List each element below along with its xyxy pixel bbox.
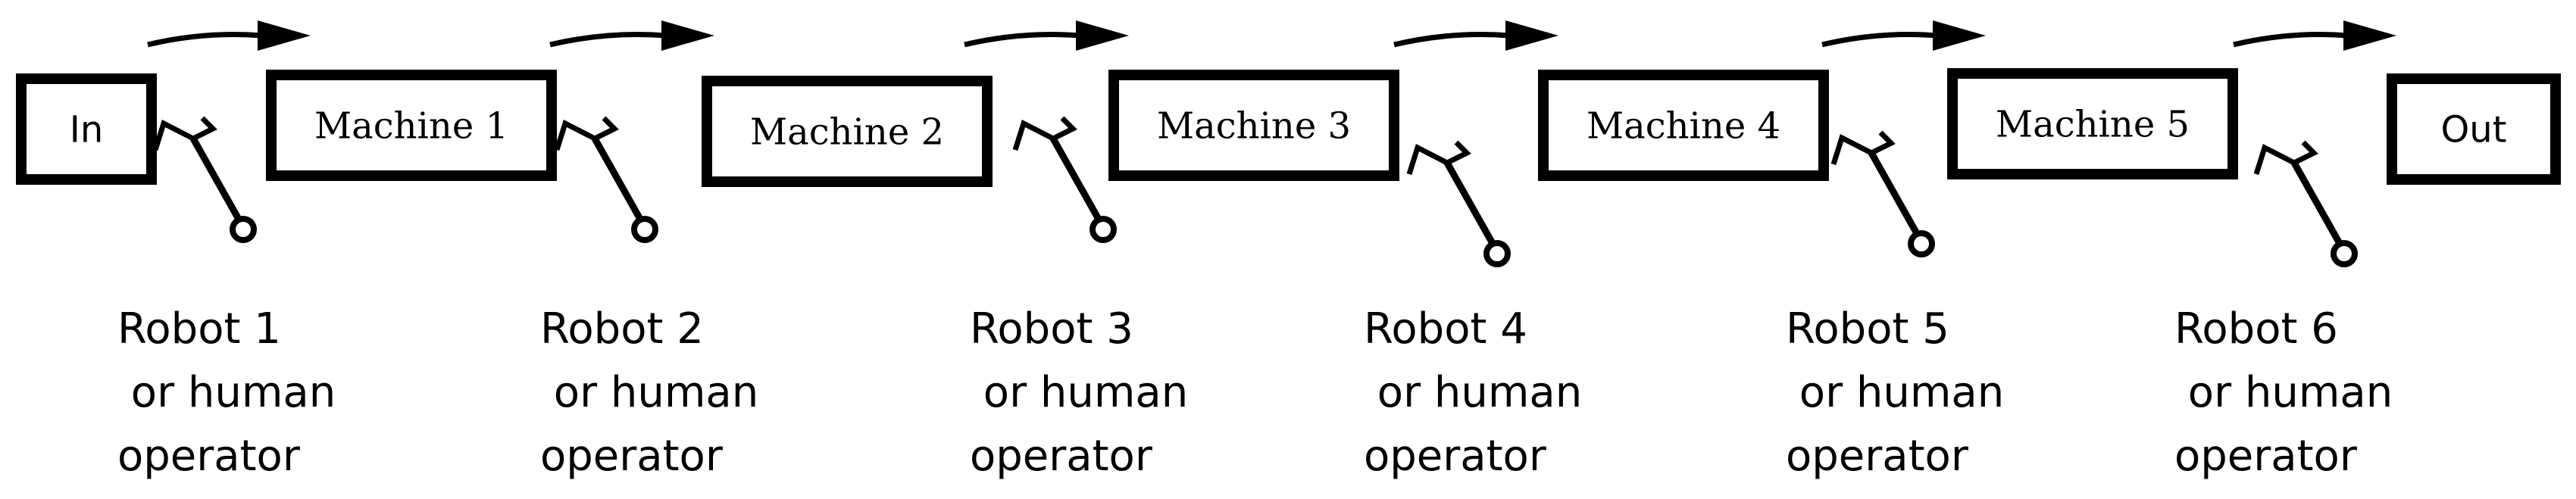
robot-caption-1: Robot 1 or human operator: [117, 298, 336, 488]
flow-arrow-icon: [1393, 20, 1558, 51]
station-box: [1947, 68, 2238, 179]
robot-caption-line1: Robot 3: [970, 304, 1133, 354]
station-box: [1538, 70, 1829, 181]
robot-caption-line3: operator: [540, 432, 723, 481]
robot-caption-line2: or human: [540, 368, 759, 417]
station-box: [1108, 70, 1399, 181]
robot-caption-line1: Robot 4: [1364, 304, 1527, 354]
station-box: [266, 70, 557, 181]
robot-caption-line2: or human: [1786, 368, 2005, 417]
station-label: Machine 1: [314, 105, 508, 148]
stations-layer: In Machine 1 Machine 2 Machine 3 Machine 4 Ma…: [16, 68, 2561, 187]
station-in: In: [16, 73, 157, 185]
flow-arrow-icon: [964, 20, 1129, 51]
station-label: In: [70, 109, 104, 151]
flow-arrow-icon: [2233, 20, 2396, 51]
robot-caption-6: Robot 6 or human operator: [2174, 298, 2393, 488]
robot-caption-line1: Robot 2: [540, 304, 704, 354]
robot-caption-line3: operator: [1364, 432, 1546, 481]
station-machine-3: Machine 3: [1108, 70, 1399, 181]
robot-caption-5: Robot 5 or human operator: [1786, 298, 2004, 488]
station-label: Machine 3: [1157, 105, 1351, 148]
robot-caption-line3: operator: [970, 432, 1152, 481]
robot-icons-layer: [152, 116, 2358, 267]
flow-arrow-icon: [1821, 20, 1986, 51]
station-machine-2: Machine 2: [702, 76, 993, 187]
station-box: [16, 73, 157, 185]
robot-caption-line2: or human: [2174, 368, 2393, 417]
robot-arm-icon: [1406, 140, 1511, 267]
robot-caption-line3: operator: [2174, 432, 2357, 481]
station-out: Out: [2387, 73, 2561, 185]
station-label: Machine 4: [1587, 105, 1780, 148]
robot-caption-line2: or human: [1364, 368, 1583, 417]
robot-caption-3: Robot 3 or human operator: [970, 298, 1188, 488]
flow-arrows-layer: [147, 20, 2396, 51]
robot-arm-icon: [554, 116, 658, 243]
robot-caption-line1: Robot 6: [2174, 304, 2338, 354]
station-machine-5: Machine 5: [1947, 68, 2238, 179]
robot-caption-4: Robot 4 or human operator: [1364, 298, 1582, 488]
station-machine-4: Machine 4: [1538, 70, 1829, 181]
flow-arrow-icon: [147, 20, 311, 51]
robot-caption-line1: Robot 5: [1786, 304, 1949, 354]
robot-arm-icon: [152, 116, 257, 243]
station-label: Out: [2440, 109, 2506, 151]
robot-caption-2: Robot 2 or human operator: [540, 298, 758, 488]
station-box: [702, 76, 993, 187]
station-machine-1: Machine 1: [266, 70, 557, 181]
robot-arm-icon: [2253, 140, 2358, 267]
station-label: Machine 5: [1996, 104, 2190, 146]
robot-arm-icon: [1012, 116, 1117, 243]
robot-caption-line3: operator: [1786, 432, 1968, 481]
robot-caption-line2: or human: [970, 368, 1189, 417]
station-label: Machine 2: [750, 111, 944, 154]
station-box: [2387, 73, 2561, 185]
robot-caption-line1: Robot 1: [117, 304, 281, 354]
flow-arrow-icon: [549, 20, 714, 51]
robot-caption-line3: operator: [117, 432, 300, 481]
robot-caption-line2: or human: [117, 368, 336, 417]
robot-arm-icon: [1830, 130, 1935, 257]
